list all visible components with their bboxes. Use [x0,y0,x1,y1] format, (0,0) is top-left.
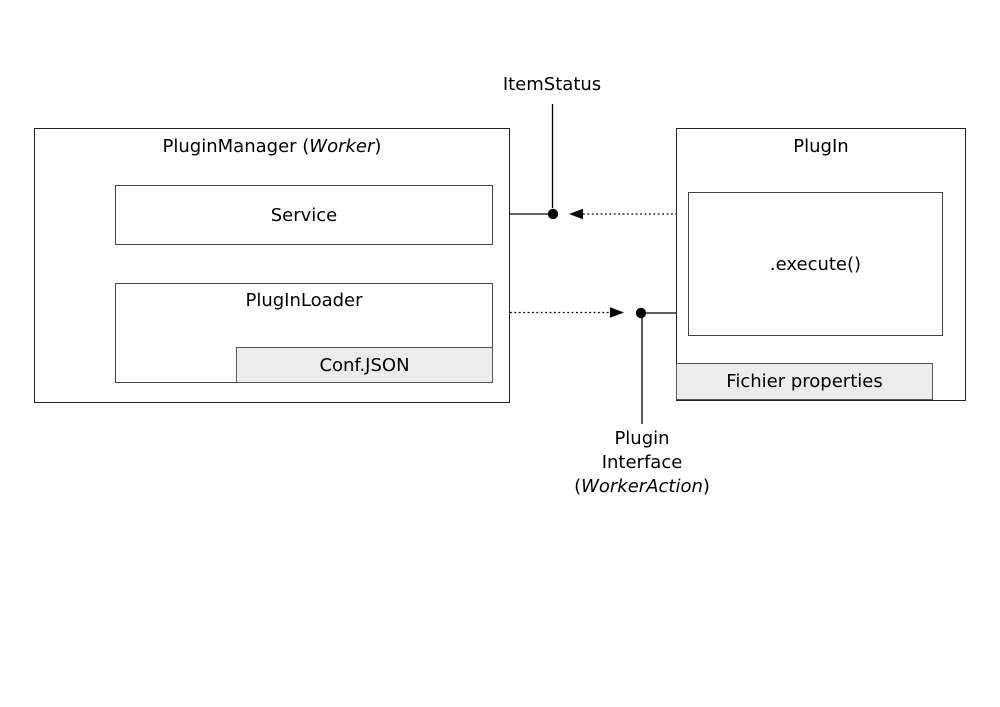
plugin-interface-label: Plugin Interface (WorkerAction) [542,427,742,499]
item-status-label: ItemStatus [502,74,602,95]
plugin-interface-line3: (WorkerAction) [542,475,742,499]
fichier-properties-label: Fichier properties [726,371,883,392]
conf-json-box: Conf.JSON [236,347,493,383]
plugin-interface-worker-action: WorkerAction [581,476,703,497]
loader-label: PlugInLoader [245,290,363,311]
right-arrowhead [610,307,624,318]
plugin-manager-title-worker: Worker [309,136,375,157]
plugin-title: PlugIn [793,136,849,157]
fichier-properties-box: Fichier properties [676,363,933,400]
execute-box: .execute() [688,192,943,336]
bottom-junction-dot [635,307,647,319]
left-arrowhead [569,208,583,220]
execute-label: .execute() [769,253,862,275]
plugin-interface-close-paren: ) [702,476,710,497]
plugin-manager-title: PluginManager (Worker) [35,136,509,157]
plugin-manager-title-prefix: PluginManager ( [162,136,310,157]
service-box: Service [115,185,493,245]
conf-json-label: Conf.JSON [319,354,410,376]
plugin-interface-line1: Plugin [614,428,670,449]
service-label: Service [270,204,338,226]
top-junction-dot [547,208,559,220]
plugin-interface-line2: Interface [601,452,683,473]
plugin-interface-open-paren: ( [574,476,582,497]
plugin-manager-title-suffix: ) [374,136,382,157]
